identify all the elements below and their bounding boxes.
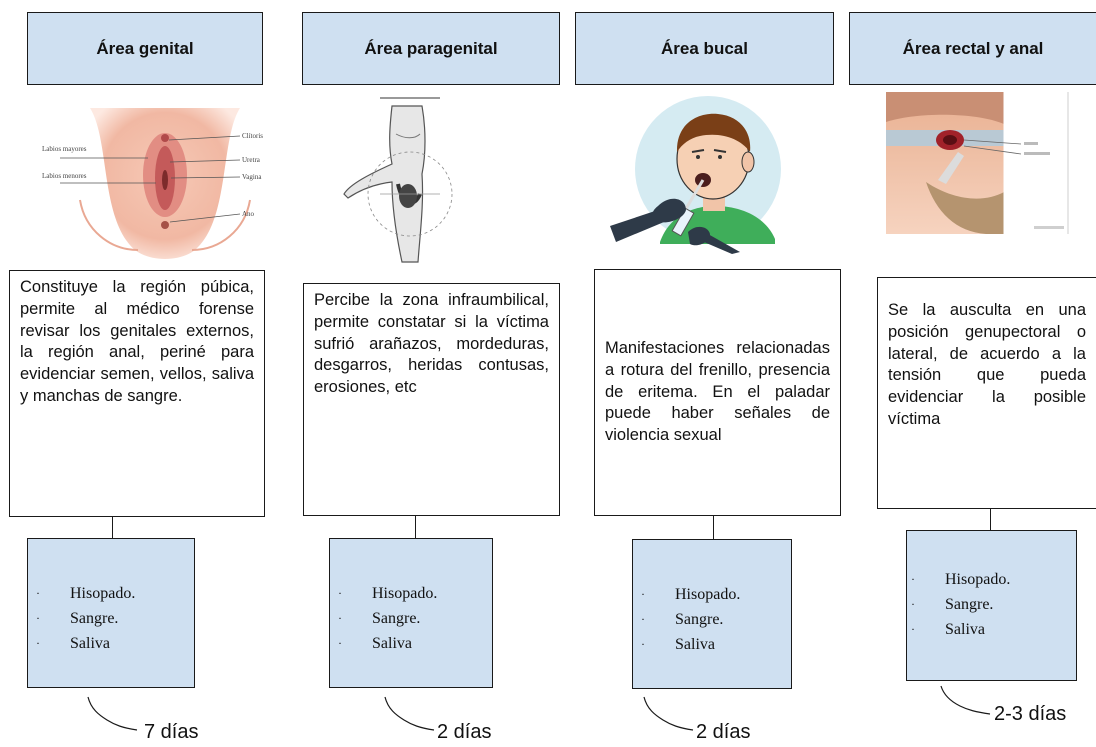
- header-title: Área genital: [96, 38, 194, 58]
- sample-item: ·Hisopado.: [911, 571, 1011, 588]
- description-bucal: Manifestaciones relacionadas a rotura de…: [594, 269, 841, 516]
- label-clitoris: Clítoris: [242, 132, 263, 140]
- sample-item: ·Sangre.: [338, 610, 421, 627]
- sample-item: ·Saliva: [911, 621, 985, 638]
- column-genital: Área genital Labios mayores Labios menor…: [0, 0, 265, 747]
- sample-item: ·Sangre.: [641, 611, 724, 628]
- time-connector-curve: [384, 696, 435, 731]
- sample-item: ·Saliva: [36, 635, 110, 652]
- samples-box-genital: ·Hisopado. ·Sangre. ·Saliva: [27, 538, 195, 688]
- sample-item: ·Sangre.: [36, 610, 119, 627]
- time-label-bucal: 2 días: [696, 721, 751, 743]
- connector-line: [112, 517, 113, 538]
- sample-item: ·Saliva: [338, 635, 412, 652]
- description-rectal: Se la ausculta en una posición genupecto…: [877, 277, 1096, 509]
- connector-line: [990, 509, 991, 530]
- samples-list: ·Hisopado. ·Sangre. ·Saliva: [338, 581, 437, 656]
- samples-box-rectal: ·Hisopado. ·Sangre. ·Saliva: [906, 530, 1077, 681]
- label-vagina: Vagina: [242, 173, 262, 181]
- header-title: Área paragenital: [364, 38, 498, 58]
- column-paragenital: Área paragenital Percibe la zona infraum…: [0, 0, 560, 747]
- samples-box-paragenital: ·Hisopado. ·Sangre. ·Saliva: [329, 538, 493, 688]
- samples-box-bucal: ·Hisopado. ·Sangre. ·Saliva: [632, 539, 792, 689]
- time-label-rectal: 2-3 días: [994, 703, 1067, 725]
- samples-list: ·Hisopado. ·Sangre. ·Saliva: [36, 581, 135, 656]
- label-labios-menores: Labios menores: [42, 172, 87, 180]
- time-connector-curve: [643, 696, 694, 731]
- time-label-paragenital: 2 días: [437, 721, 492, 743]
- label-ano: Ano: [242, 210, 255, 218]
- connector-line: [415, 516, 416, 538]
- sample-item: ·Sangre.: [911, 596, 994, 613]
- sample-item: ·Hisopado.: [338, 585, 438, 602]
- time-connector-curve: [87, 696, 138, 731]
- time-label-genital: 7 días: [144, 721, 199, 743]
- header-area-genital: Área genital: [27, 12, 263, 85]
- header-title: Área bucal: [661, 38, 748, 58]
- mouth-swab-illustration: [610, 96, 781, 254]
- header-area-rectal: Área rectal y anal: [849, 12, 1096, 85]
- column-bucal: Área bucal Manifestaciones relacionadas …: [0, 0, 841, 747]
- paragenital-body-illustration: [343, 97, 453, 263]
- header-area-paragenital: Área paragenital: [302, 12, 560, 85]
- rectal-exam-illustration: [886, 92, 1069, 234]
- sample-item: ·Hisopado.: [36, 585, 136, 602]
- time-connector-curve: [940, 685, 991, 715]
- samples-list: ·Hisopado. ·Sangre. ·Saliva: [911, 567, 1010, 642]
- genital-anatomy-illustration: Labios mayores Labios menores Clítoris U…: [42, 108, 263, 259]
- description-paragenital: Percibe la zona infraumbilical, permite …: [303, 283, 560, 516]
- sample-item: ·Hisopado.: [641, 586, 741, 603]
- sample-item: ·Saliva: [641, 636, 715, 653]
- label-uretra: Uretra: [242, 156, 261, 164]
- connector-line: [713, 516, 714, 539]
- label-labios-mayores: Labios mayores: [42, 145, 87, 153]
- samples-list: ·Hisopado. ·Sangre. ·Saliva: [641, 582, 740, 657]
- description-genital: Constituye la región púbica, permite al …: [9, 270, 265, 517]
- header-area-bucal: Área bucal: [575, 12, 834, 85]
- header-title: Área rectal y anal: [902, 38, 1044, 58]
